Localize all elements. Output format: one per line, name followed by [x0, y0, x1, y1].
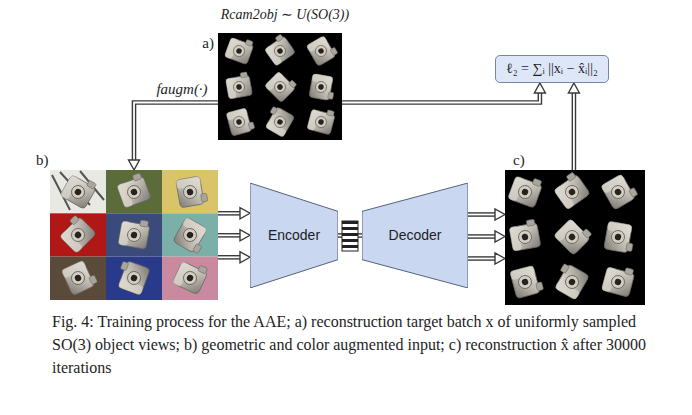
- connector-line-core: [468, 258, 496, 260]
- image-grid: a): [218, 33, 342, 140]
- connector: [342, 83, 545, 103]
- arrowhead: [568, 83, 579, 93]
- connector-line-core: [218, 234, 241, 236]
- decoder-trapezoid: Decoder: [362, 183, 468, 288]
- connector: [568, 83, 579, 170]
- connector-line: [134, 103, 218, 162]
- connector-line: [468, 234, 496, 239]
- target-views: [218, 33, 342, 140]
- connector-line-core: [218, 212, 241, 214]
- connector-line-core: [468, 236, 496, 238]
- connector: [218, 208, 250, 263]
- arrowhead: [129, 160, 140, 170]
- latent-code: [342, 221, 358, 251]
- sampling-label: Rcam2obj ∼ U(SO(3)): [190, 6, 380, 23]
- connector-line-core: [134, 103, 218, 162]
- block-label: Decoder: [389, 227, 442, 244]
- connector-line-core: [342, 92, 540, 103]
- arrowhead: [240, 230, 250, 241]
- connector-line: [468, 212, 496, 217]
- arrowhead: [495, 253, 505, 264]
- loss-box: ℓ₂ = ∑ᵢ ||xᵢ − x̂ᵢ||₂: [495, 55, 609, 83]
- connector-line-core: [218, 256, 241, 258]
- connector-line: [218, 233, 241, 238]
- connector-line-core: [573, 92, 575, 170]
- panel-label: b): [36, 152, 49, 168]
- connector: [468, 209, 505, 264]
- panel-label: c): [513, 152, 525, 168]
- reconstructed-views: [505, 170, 645, 305]
- arrowhead: [240, 208, 250, 219]
- augmented-views: [50, 170, 218, 300]
- arrowhead: [534, 83, 545, 93]
- encoder-trapezoid: Encoder: [250, 183, 338, 288]
- connector-line: [218, 211, 241, 216]
- block-label: Encoder: [268, 227, 320, 244]
- connector-line: [218, 255, 241, 260]
- connector-line: [572, 92, 577, 170]
- image-grid: c): [505, 170, 645, 305]
- arrowhead: [495, 209, 505, 220]
- trapezoid-outline: [362, 183, 468, 288]
- connector-line-core: [468, 214, 496, 216]
- image-grid: b): [50, 170, 218, 300]
- trapezoid-outline: [250, 183, 338, 288]
- connector: [129, 103, 219, 171]
- edge-label: faugm(·): [154, 81, 209, 98]
- arrowhead: [240, 252, 250, 263]
- connector-line: [468, 256, 496, 261]
- arrowhead: [495, 231, 505, 242]
- loss-formula: ℓ₂ = ∑ᵢ ||xᵢ − x̂ᵢ||₂: [506, 60, 598, 78]
- panel-label: a): [202, 35, 214, 51]
- figure-caption: Fig. 4: Training process for the AAE; a)…: [52, 310, 668, 379]
- connector-line: [342, 92, 540, 103]
